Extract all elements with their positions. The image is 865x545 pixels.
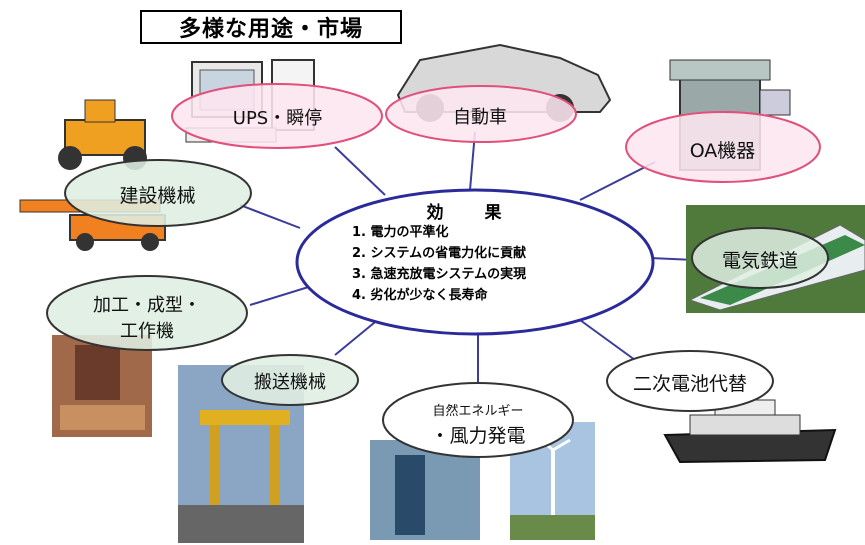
renewable-ellipse — [382, 382, 574, 458]
label-construction: 建設機械 — [119, 185, 196, 207]
label-machining-line1: 加工・成型・ — [93, 295, 201, 316]
excavator-illustration — [58, 99, 147, 170]
connector-construction — [239, 204, 301, 229]
effect-item-1: 1. 電力の平準化 — [352, 225, 449, 240]
diagram-title: 多様な用途・市場 — [140, 10, 402, 44]
machining-photo — [52, 335, 152, 437]
transport-ellipse — [221, 354, 359, 406]
center-effects-ellipse — [295, 188, 655, 336]
ship-illustration — [663, 385, 837, 464]
oa-ellipse — [625, 111, 821, 183]
label-oa: OA機器 — [689, 140, 756, 162]
effect-item-2: 2. システムの省電力化に貢献 — [352, 246, 527, 261]
label-ups: UPS・瞬停 — [232, 108, 323, 129]
connector-machining — [249, 284, 316, 306]
effect-item-3: 3. 急速充放電システムの実現 — [352, 267, 527, 282]
connector-ups — [334, 146, 386, 196]
ups-ellipse — [171, 83, 383, 149]
effects-heading: 効 果 — [426, 203, 514, 223]
battery-ellipse — [606, 350, 774, 412]
connector-oa — [579, 161, 656, 201]
connector-transport — [334, 317, 381, 356]
effect-item-4: 4. 劣化が少なく長寿命 — [352, 288, 488, 303]
machining-ellipse — [46, 275, 248, 351]
label-battery: 二次電池代替 — [632, 373, 747, 395]
label-renewable-line1: 自然エネルギー — [432, 404, 524, 419]
label-railway: 電気鉄道 — [721, 250, 798, 272]
label-renewable-line2: ・風力発電 — [430, 425, 526, 447]
car-ellipse — [385, 85, 577, 143]
connector-battery — [579, 319, 636, 361]
label-machining-line2: 工作機 — [120, 321, 174, 342]
construction-ellipse — [64, 159, 252, 227]
connector-lines — [239, 131, 696, 385]
effects-list: 1. 電力の平準化 2. システムの省電力化に貢献 3. 急速充放電システムの実… — [352, 222, 526, 306]
label-car: 自動車 — [453, 107, 507, 128]
label-transport: 搬送機械 — [254, 372, 326, 393]
railway-ellipse — [691, 227, 829, 289]
